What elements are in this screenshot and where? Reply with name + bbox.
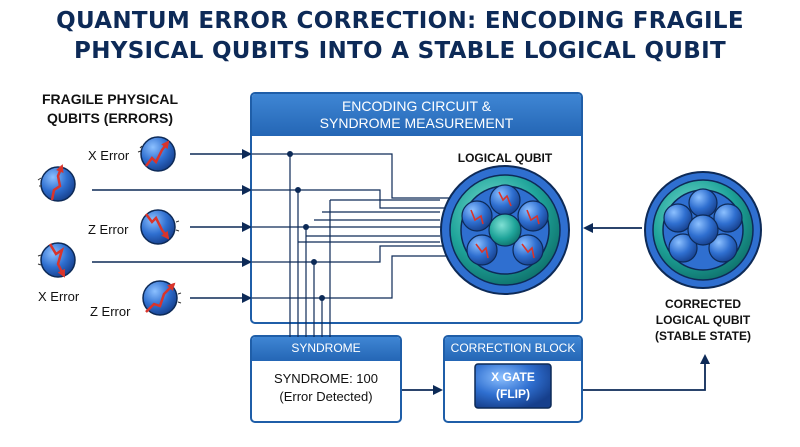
physical-heading-line-2: QUBITS (ERRORS) [47, 110, 173, 126]
correction-panel-header: CORRECTION BLOCK [445, 337, 581, 361]
error-label-z-2: Z Error [90, 304, 131, 319]
error-label-x-2: X Error [38, 289, 80, 304]
physical-heading-line-1: FRAGILE PHYSICAL [41, 91, 179, 107]
physical-qubit-5 [142, 280, 182, 316]
corrected-line-2: LOGICAL QUBIT [655, 313, 751, 327]
physical-qubit-1 [137, 136, 176, 172]
syndrome-line-2: (Error Detected) [279, 389, 373, 404]
x-gate-label: X GATE (FLIP) [475, 369, 551, 403]
physical-qubit-2 [37, 164, 76, 202]
page-title: QUANTUM ERROR CORRECTION: ENCODING FRAGI… [0, 6, 800, 66]
physical-qubit-4 [37, 242, 76, 278]
x-gate-line-2: (FLIP) [496, 387, 530, 401]
logical-qubit [440, 165, 570, 295]
corrected-qubit-label: CORRECTED LOGICAL QUBIT (STABLE STATE) [628, 296, 778, 344]
syndrome-value: SYNDROME: 100 (Error Detected) [252, 370, 400, 406]
title-line-1: QUANTUM ERROR CORRECTION: ENCODING FRAGI… [56, 8, 744, 34]
error-label-z-1: Z Error [88, 222, 129, 237]
corrected-line-3: (STABLE STATE) [655, 329, 751, 343]
encoding-header-line-2: SYNDROME MEASUREMENT [319, 115, 514, 131]
correction-to-corrected-arrow [583, 354, 710, 391]
physical-qubit-3 [140, 209, 180, 245]
x-gate-box [474, 363, 552, 409]
input-arrows [92, 149, 252, 303]
logical-qubit-label: LOGICAL QUBIT [458, 151, 553, 165]
error-label-x-1: X Error [88, 148, 130, 163]
encoding-panel-header: ENCODING CIRCUIT & SYNDROME MEASUREMENT [252, 94, 581, 136]
circuit-nodes [287, 151, 325, 301]
x-gate-line-1: X GATE [491, 370, 535, 384]
syndrome-extraction-panel: SYNDROME EXTRACTION [250, 335, 402, 423]
encoding-wires [252, 153, 452, 337]
encoding-header-line-1: ENCODING CIRCUIT & [341, 98, 492, 114]
corrected-line-1: CORRECTED [664, 297, 741, 311]
corrected-logical-qubit [644, 171, 762, 289]
physical-qubits-heading: FRAGILE PHYSICAL QUBITS (ERRORS) [20, 90, 200, 128]
syndrome-panel-header: SYNDROME EXTRACTION [252, 337, 400, 378]
title-line-2: PHYSICAL QUBITS INTO A STABLE LOGICAL QU… [74, 38, 726, 64]
syndrome-line-1: SYNDROME: 100 [273, 371, 379, 386]
